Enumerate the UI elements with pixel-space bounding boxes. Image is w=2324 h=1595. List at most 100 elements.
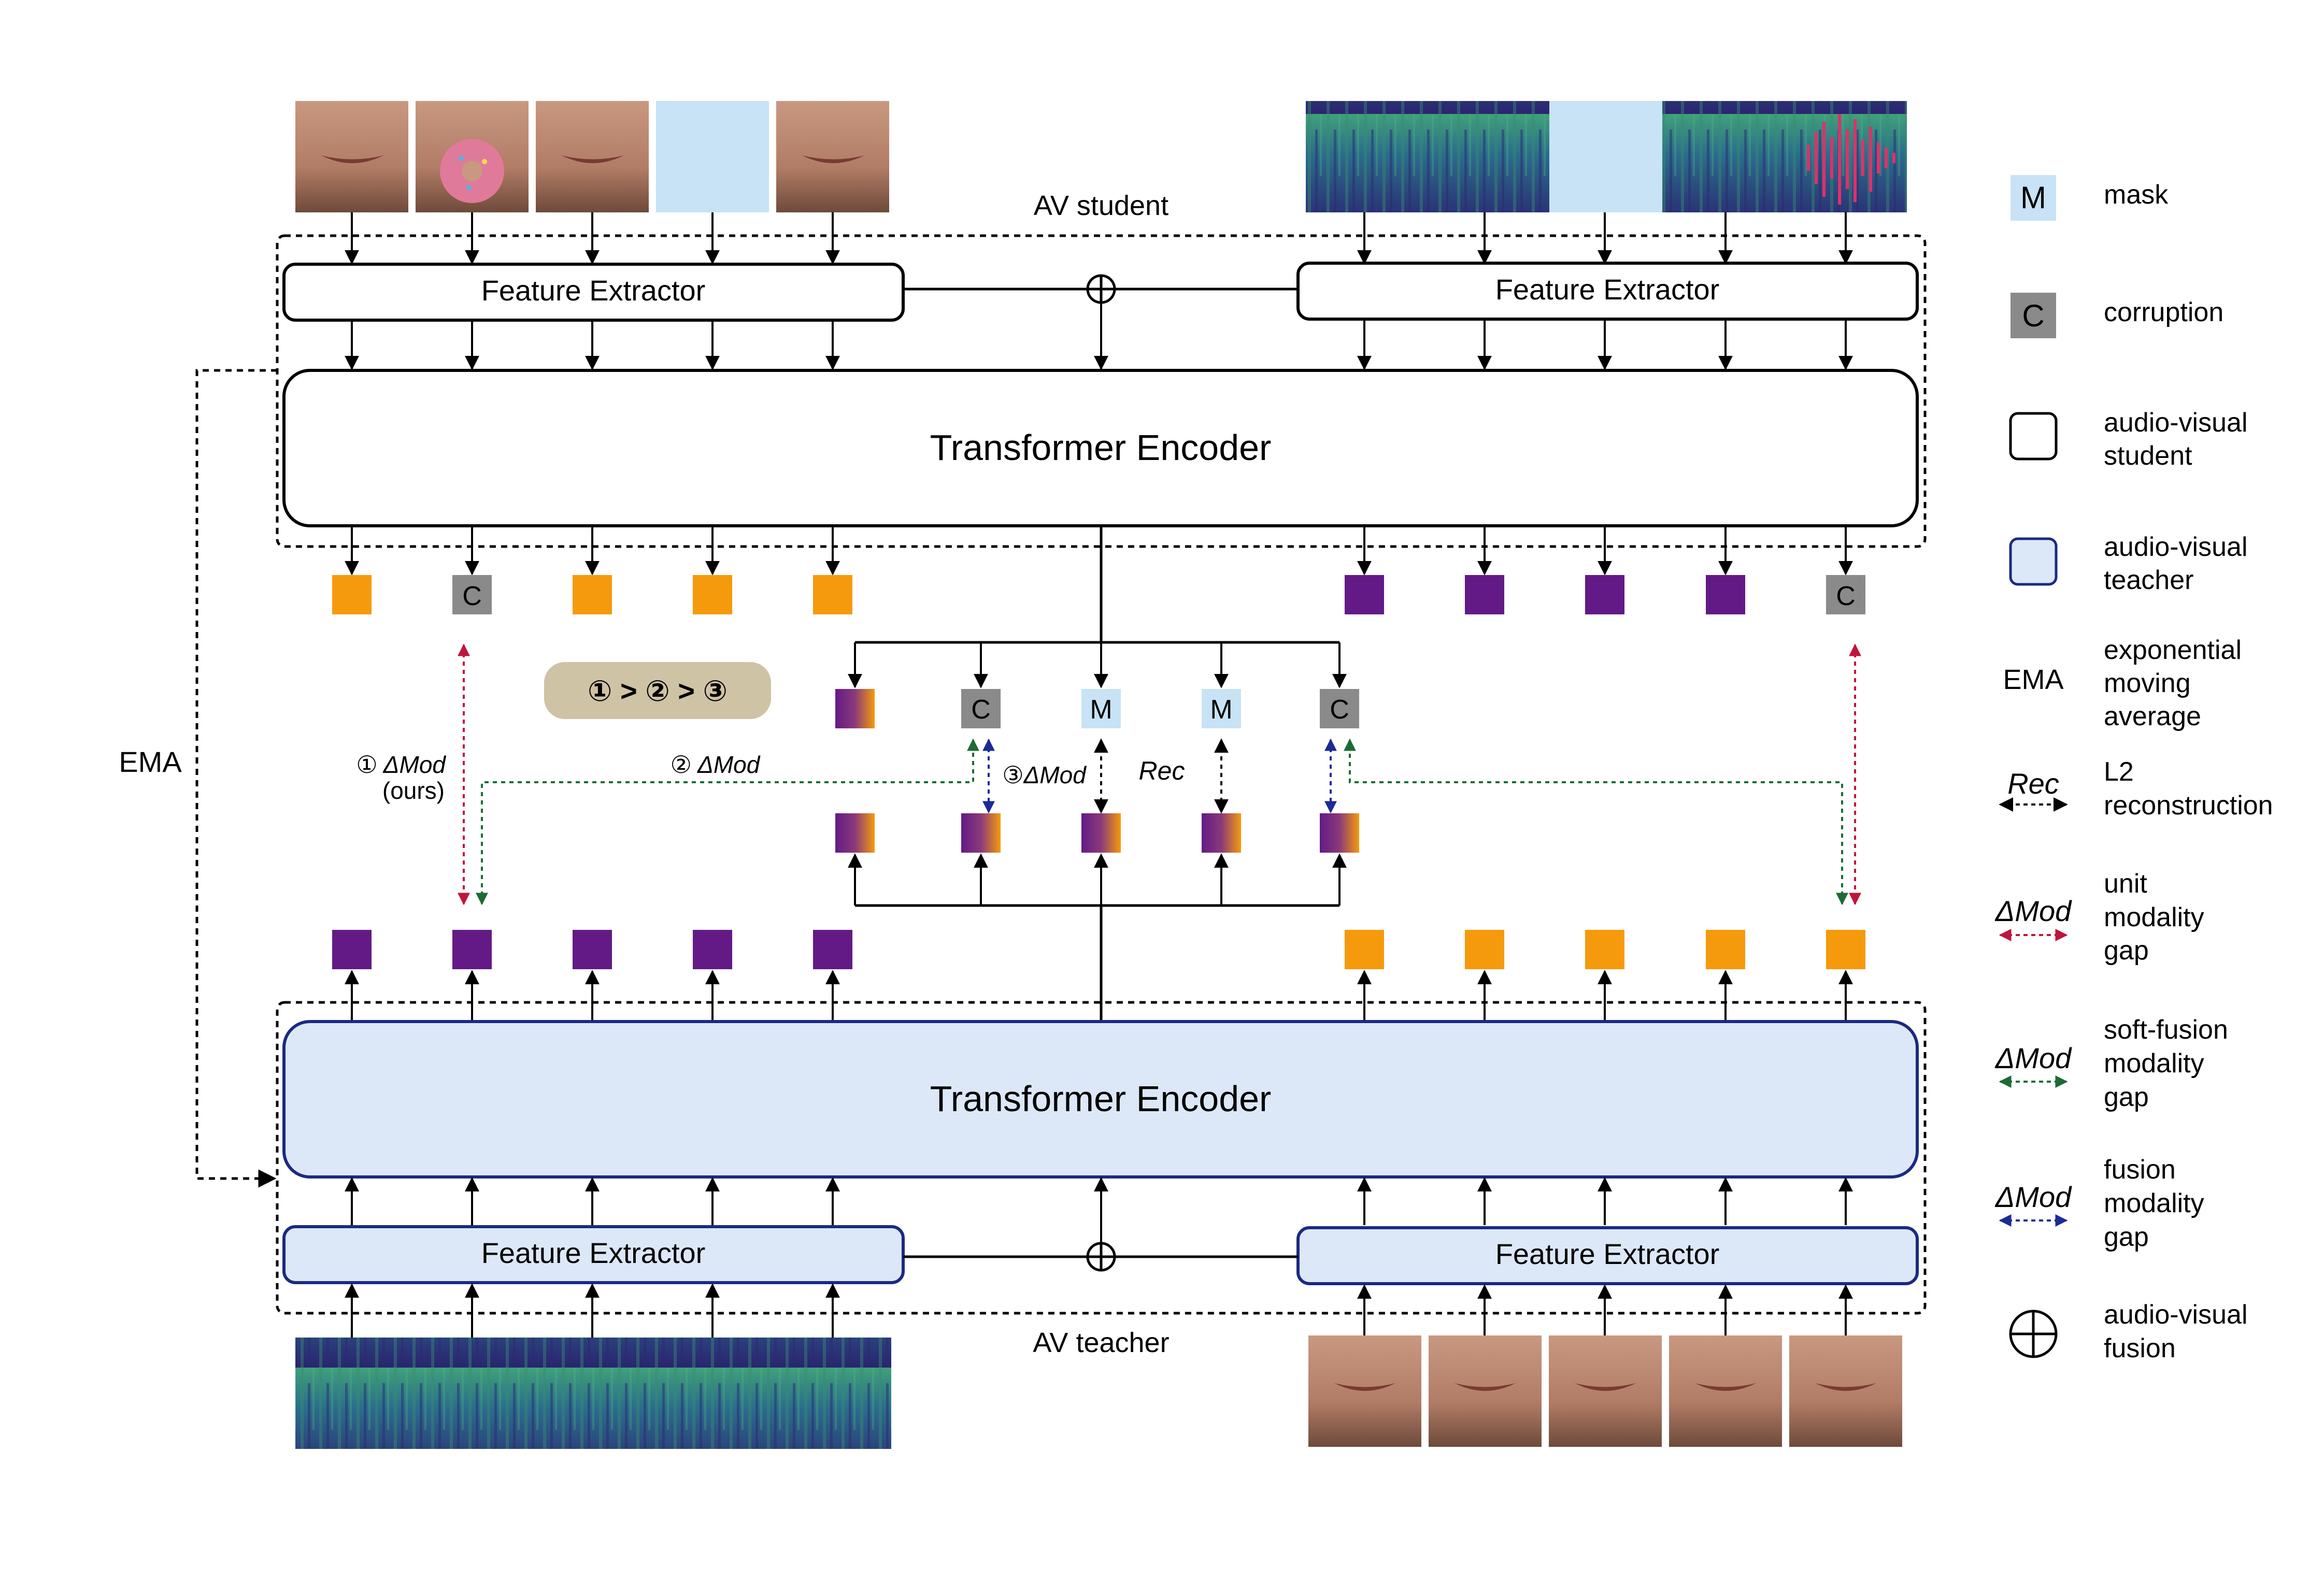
soft-fusion-gap-arrow-right — [1344, 738, 1848, 906]
video-frame — [1789, 1335, 1902, 1447]
audio-token — [1585, 575, 1624, 614]
fused-token — [961, 813, 1001, 853]
legend-soft-fusion-gap-text-line2: modality — [2104, 1048, 2204, 1079]
student-encoder-label: Transformer Encoder — [930, 427, 1272, 468]
legend-mask-text: mask — [2104, 180, 2169, 210]
video-frame-corrupted — [416, 101, 529, 212]
legend-mask-swatch — [2011, 175, 2056, 221]
legend-teacher-text-line2: teacher — [2104, 565, 2193, 595]
legend-fusion-gap-text-line1: fusion — [2104, 1155, 2176, 1185]
corrupted-token — [1826, 575, 1865, 614]
video-token — [1465, 930, 1504, 969]
student-dashed-boundary — [276, 234, 1927, 548]
legend-fusion-gap-symbol: ΔMod — [1994, 1181, 2072, 1213]
video-frame — [295, 101, 408, 212]
ema-arrow — [195, 369, 277, 1188]
fused-token — [1202, 813, 1241, 853]
fused-token — [1320, 813, 1359, 853]
video-frame-masked — [656, 101, 769, 212]
delta-mod-1-label: ① ΔMod — [356, 751, 446, 778]
student-audio-spectrogram — [1306, 101, 1907, 212]
legend-fusion-gap-text-line3: gap — [2104, 1222, 2149, 1252]
teacher-output-arrows — [345, 970, 1853, 1021]
legend-soft-fusion-gap-text-line3: gap — [2104, 1082, 2149, 1112]
video-frame — [776, 101, 889, 212]
teacher-extractor-arrows — [345, 1177, 1853, 1243]
legend-corruption-symbol: C — [2022, 298, 2044, 333]
student-left-extractor-label: Feature Extractor — [481, 274, 706, 307]
audio-token — [1465, 575, 1504, 614]
student-fusion-arrows — [848, 642, 1347, 688]
audio-token — [1345, 575, 1384, 614]
legend-student-text-line2: student — [2104, 441, 2192, 471]
video-token — [1585, 930, 1624, 969]
corrupted-token — [452, 575, 492, 614]
legend-item-mask: M mask — [2011, 175, 2169, 221]
audio-token — [573, 930, 612, 969]
student-left-feature-extractor — [282, 263, 905, 322]
student-output-tokens-left: C — [332, 575, 852, 614]
mask-token — [1202, 689, 1241, 728]
legend-corruption-text: corruption — [2104, 297, 2223, 327]
video-frame — [1549, 1335, 1662, 1447]
video-frame — [1308, 1335, 1421, 1447]
legend-student-text-line1: audio-visual — [2104, 408, 2248, 438]
legend: M mask C corruption audio-visual student… — [1994, 175, 2273, 1363]
ranking-badge-label: ① > ② > ③ — [588, 674, 728, 707]
ours-label: (ours) — [382, 777, 445, 804]
video-token — [1345, 930, 1384, 969]
student-right-feature-extractor — [1296, 262, 1919, 321]
teacher-left-feature-extractor — [282, 1225, 905, 1284]
legend-unit-gap-text-line2: modality — [2104, 902, 2204, 932]
corrupted-token-label: C — [1330, 695, 1349, 725]
video-frame — [1429, 1335, 1542, 1447]
legend-item-soft-fusion-gap: ΔMod soft-fusion modality gap — [1994, 1015, 2228, 1112]
teacher-dashed-boundary — [276, 1001, 1927, 1315]
teacher-right-extractor-label: Feature Extractor — [1495, 1238, 1720, 1270]
audio-token — [693, 930, 732, 969]
video-token — [813, 575, 852, 614]
fused-token — [1081, 813, 1121, 853]
teacher-label: AV teacher — [1033, 1327, 1169, 1358]
legend-item-teacher: audio-visual teacher — [2009, 532, 2248, 595]
student-fusion-oplus-icon — [1086, 274, 1116, 304]
soft-fusion-gap-arrow-left — [476, 738, 979, 906]
legend-mask-symbol: M — [2020, 180, 2046, 215]
legend-item-corruption: C corruption — [2011, 293, 2223, 338]
student-input-arrows — [345, 212, 1853, 265]
student-output-arrows — [345, 526, 1853, 576]
fused-token — [835, 813, 875, 853]
corrupted-token-label: C — [1836, 581, 1856, 611]
video-token — [693, 575, 732, 614]
legend-item-unit-gap: ΔMod unit modality gap — [1994, 869, 2204, 966]
legend-av-fusion-text-line1: audio-visual — [2104, 1300, 2248, 1330]
video-token — [573, 575, 612, 614]
legend-ema-text-line2: moving — [2104, 668, 2191, 698]
teacher-transformer-encoder — [282, 1020, 1919, 1179]
delta-mod-2-label: ② ΔMod — [671, 751, 761, 778]
teacher-input-arrows — [345, 1283, 1853, 1338]
student-video-frames — [295, 101, 889, 212]
legend-item-av-fusion: audio-visual fusion — [2009, 1300, 2248, 1363]
audio-token — [452, 930, 492, 969]
teacher-fusion-oplus-icon — [1086, 1242, 1116, 1272]
legend-oplus-icon — [2009, 1310, 2058, 1358]
spectrogram-masked-segment — [1549, 101, 1662, 212]
legend-ema-text-line1: exponential — [2104, 635, 2242, 665]
legend-fusion-gap-text-line2: modality — [2104, 1188, 2204, 1218]
teacher-output-tokens-left — [332, 930, 852, 969]
teacher-encoder-label: Transformer Encoder — [930, 1079, 1272, 1119]
teacher-video-frames — [1308, 1335, 1902, 1447]
corrupted-token-label: C — [462, 581, 482, 611]
video-token — [1706, 930, 1745, 969]
legend-ema-text-line3: average — [2104, 701, 2201, 731]
video-token — [332, 575, 372, 614]
legend-soft-fusion-gap-text-line1: soft-fusion — [2104, 1015, 2228, 1045]
legend-rec-text-line1: L2 — [2104, 757, 2134, 787]
video-frame — [1669, 1335, 1782, 1447]
legend-corruption-swatch — [2011, 293, 2056, 338]
legend-rec-text-line2: reconstruction — [2104, 791, 2273, 821]
legend-item-fusion-gap: ΔMod fusion modality gap — [1994, 1155, 2204, 1252]
student-output-tokens-right: C — [1345, 575, 1865, 614]
